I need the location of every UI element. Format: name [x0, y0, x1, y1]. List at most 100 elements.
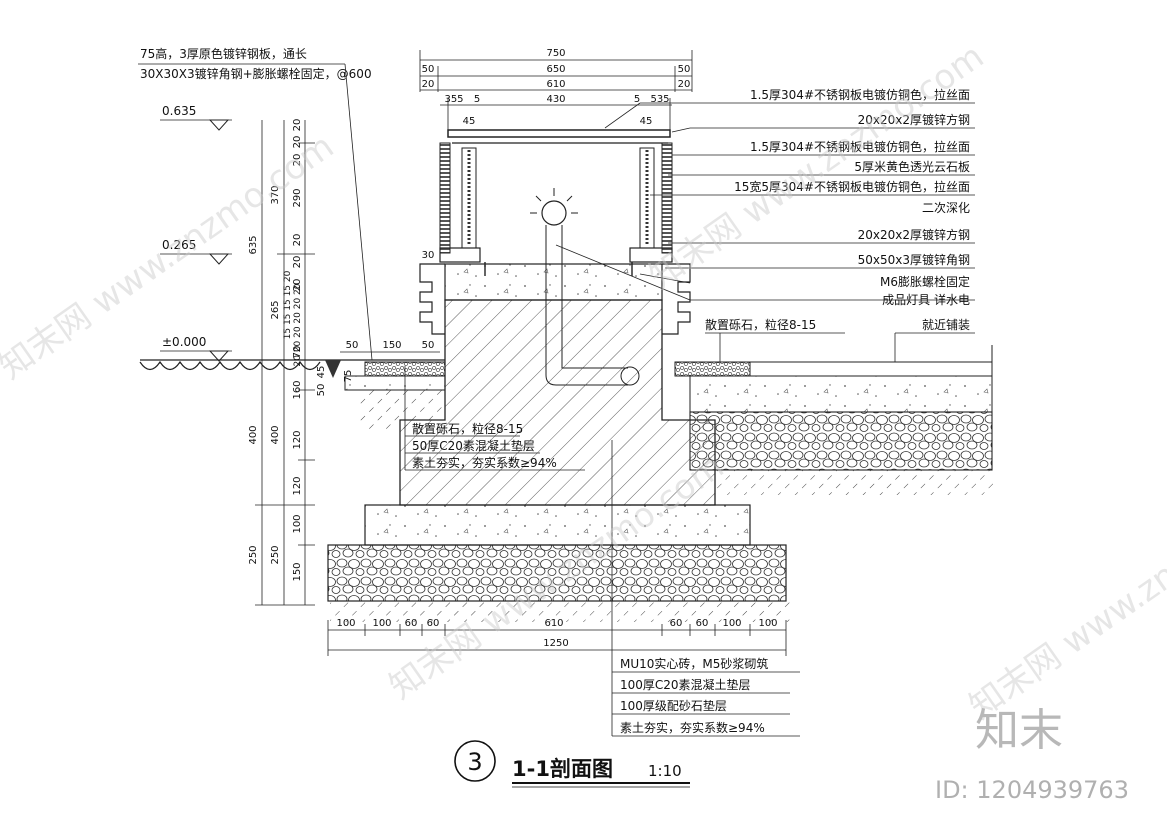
dim-offset-left: 45 — [463, 116, 476, 127]
ground-soil — [139, 359, 995, 622]
vdim-inner-70: 70 — [292, 346, 303, 359]
vdim-inner-150: 150 — [292, 562, 303, 581]
dim-inner: 650 — [546, 64, 565, 75]
right-note-1: 20x20x2厚镀锌方钢 — [858, 112, 970, 127]
right-note-5: 二次深化 — [922, 201, 970, 215]
brand-logo: 知末 ID: 1204939763 — [935, 705, 1129, 804]
vertical-dimension-lines — [255, 120, 315, 606]
title-text: 1-1剖面图 — [512, 757, 613, 781]
right-note-8: M6膨胀螺栓固定 — [880, 274, 970, 289]
dim-detail-left-a: 355 — [444, 94, 463, 105]
vdim-mid-400: 400 — [270, 425, 281, 444]
vdim-small-20c: 20 — [292, 234, 303, 247]
left-note-line1: 75高，3厚原色镀锌钢板，通长 — [140, 46, 307, 61]
vdim-inner-20a: 20 — [292, 119, 303, 132]
dim-detail-mid: 430 — [546, 94, 565, 105]
bdim-7: 100 — [722, 618, 741, 629]
bottom-dimension-lines — [327, 620, 787, 656]
title-scale: 1:10 — [648, 762, 682, 780]
logo-text: 知末 — [975, 705, 1063, 756]
step-dim-b: 150 — [382, 340, 401, 351]
step-dim-e: 45 — [316, 366, 327, 379]
bottom-note-1: 100厚C20素混凝土垫层 — [620, 677, 751, 692]
step-dim-c: 50 — [422, 340, 435, 351]
bottom-dimension-text: 100 100 60 60 610 60 60 100 100 1250 — [336, 618, 777, 649]
left-layer-note-0: 散置砾石，粒径8-15 — [412, 421, 523, 436]
brick-body — [399, 263, 716, 506]
watermark-text-4: 知末网 www.znzmo.com — [962, 466, 1167, 727]
vdim-inner-15s: 15 15 15 15 20 — [283, 270, 293, 339]
right-paving — [674, 345, 993, 471]
step-dim-a: 50 — [346, 340, 359, 351]
vdim-small-20b: 20 — [292, 154, 303, 167]
left-layer-note-2: 素土夯实，夯实系数≥94% — [412, 455, 557, 470]
right-note-9: 成品灯具 详水电 — [882, 292, 970, 307]
left-layer-leaders — [404, 366, 585, 471]
footing-concrete-layer — [364, 504, 751, 546]
dim-offset-right: 45 — [640, 116, 653, 127]
step-dim-g: 30 — [422, 250, 435, 261]
bdim-0: 100 — [336, 618, 355, 629]
left-note-line2: 30X30X3镀锌角钢+膨胀螺栓固定，@600 — [140, 66, 372, 81]
bdim-total: 1250 — [543, 638, 568, 649]
title-number: 3 — [467, 748, 482, 776]
dim-inner-right: 50 — [678, 64, 691, 75]
dim-inner2: 610 — [546, 79, 565, 90]
right-note-11: 就近铺装 — [922, 318, 970, 332]
right-notes: 1.5厚304#不锈钢板电镀仿铜色，拉丝面 20x20x2厚镀锌方钢 1.5厚3… — [705, 87, 970, 332]
step-dimensions: 50 150 50 75 45 50 30 — [316, 250, 440, 396]
bdim-8: 100 — [758, 618, 777, 629]
logo-id: ID: 1204939763 — [935, 776, 1129, 804]
vdim-inner-20s: 20 20 20 20 20 20 — [293, 283, 303, 366]
bdim-3: 60 — [427, 618, 440, 629]
right-note-6: 20x20x2厚镀锌方钢 — [858, 227, 970, 242]
step-dim-d: 75 — [343, 370, 354, 383]
elevation-markers: 0.635 0.265 ±0.000 — [160, 104, 232, 362]
right-leaders — [555, 102, 975, 362]
step-dim-f: 50 — [316, 384, 327, 397]
vdim-mid-370: 370 — [270, 185, 281, 204]
vertical-dimension-text: 635 400 250 370 265 400 250 20 290 20 15… — [248, 119, 303, 582]
right-note-7: 50x50x3厚镀锌角钢 — [858, 253, 970, 267]
bdim-4: 610 — [544, 618, 563, 629]
dim-detail-left-b: 5 — [474, 94, 480, 105]
bottom-note-2: 100厚级配砂石垫层 — [620, 698, 727, 713]
vdim-inner-290: 290 — [292, 188, 303, 207]
vdim-outer-400: 400 — [248, 425, 259, 444]
vdim-small-20a: 20 — [292, 136, 303, 149]
bdim-5: 60 — [670, 618, 683, 629]
right-note-4: 15宽5厚304#不锈钢板电镀仿铜色，拉丝面 — [734, 179, 970, 194]
elevation-3: ±0.000 — [162, 335, 206, 349]
bottom-note-0: MU10实心砖，M5砂浆砌筑 — [620, 656, 768, 671]
vdim-mid-250: 250 — [270, 545, 281, 564]
right-note-3: 5厚米黄色透光云石板 — [854, 160, 970, 174]
vdim-small-20d: 20 — [292, 279, 303, 292]
vdim-inner-20b: 20 — [292, 256, 303, 269]
dim-overall: 750 — [546, 48, 565, 59]
right-note-10: 散置砾石，粒径8-15 — [705, 317, 816, 332]
dim-detail-right-a: 5 — [634, 94, 640, 105]
right-note-2: 1.5厚304#不锈钢板电镀仿铜色，拉丝面 — [750, 139, 970, 154]
lamp-fixture — [530, 188, 640, 386]
dim-inner-left: 50 — [422, 64, 435, 75]
bdim-6: 60 — [696, 618, 709, 629]
dim-inner2-left: 20 — [422, 79, 435, 90]
bottom-note-3: 素土夯实，夯实系数≥94% — [620, 720, 765, 735]
bdim-1: 100 — [372, 618, 391, 629]
right-note-0: 1.5厚304#不锈钢板电镀仿铜色，拉丝面 — [750, 87, 970, 102]
vdim-inner-120a: 120 — [292, 430, 303, 449]
light-box-frame — [439, 129, 673, 276]
vdim-outer-635: 635 — [248, 235, 259, 254]
drawing-title: 3 1-1剖面图 1:10 — [454, 740, 690, 788]
vdim-inner-160: 160 — [292, 380, 303, 399]
bottom-leaders — [611, 440, 800, 737]
elevation-1: 0.635 — [162, 104, 196, 118]
bottom-notes: MU10实心砖，M5砂浆砌筑 100厚C20素混凝土垫层 100厚级配砂石垫层 … — [620, 656, 768, 735]
vdim-outer-250: 250 — [248, 545, 259, 564]
elevation-2: 0.265 — [162, 238, 196, 252]
left-layer-notes: 散置砾石，粒径8-15 50厚C20素混凝土垫层 素土夯实，夯实系数≥94% — [412, 421, 557, 470]
bdim-2: 60 — [405, 618, 418, 629]
vdim-inner-120b: 120 — [292, 476, 303, 495]
dim-inner2-right: 20 — [678, 79, 691, 90]
dim-detail-right-b: 535 — [650, 94, 669, 105]
